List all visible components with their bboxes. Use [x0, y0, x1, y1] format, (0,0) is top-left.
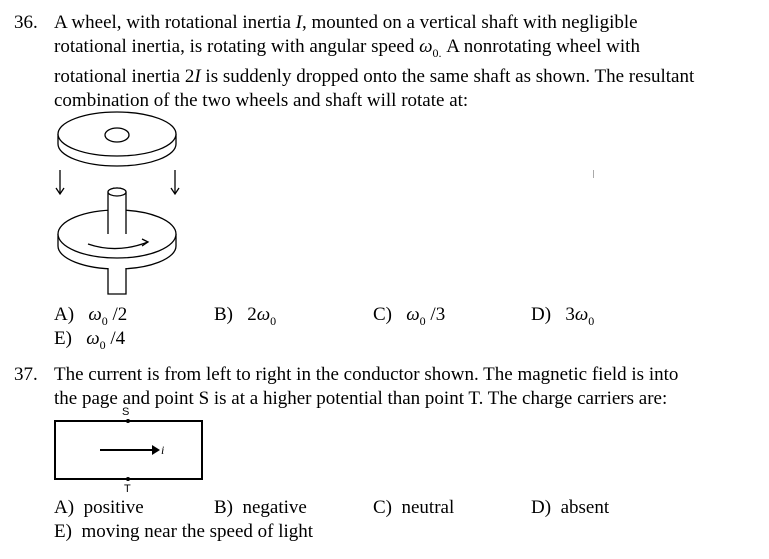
choice-37-b: B) negative	[214, 497, 307, 518]
point-t-label: T	[124, 483, 131, 495]
q36-line-3: rotational inertia 2I is suddenly droppe…	[54, 65, 695, 87]
choice-36-c: C) ω0 /3	[373, 304, 446, 328]
q37-line-2: the page and point S is at a higher pote…	[54, 388, 668, 409]
choice-37-c: C) neutral	[373, 497, 455, 518]
choice-36-d: D) 3ω0	[531, 304, 595, 328]
question-37-number: 37.	[14, 364, 38, 385]
conductor-diagram	[54, 419, 203, 481]
q36-line-2: rotational inertia, is rotating with ang…	[54, 36, 640, 60]
question-37-text: The current is from left to right in the…	[54, 363, 678, 411]
choice-36-b: B) 2ω0	[214, 304, 277, 328]
current-i-label: i	[161, 443, 165, 457]
question-36-number: 36.	[14, 12, 38, 33]
choice-37-e: E) moving near the speed of light	[54, 521, 314, 542]
q36-line-1: A wheel, with rotational inertia I, moun…	[54, 12, 638, 33]
q36-line-4: combination of the two wheels and shaft …	[54, 89, 469, 111]
question-36-text: A wheel, with rotational inertia I, moun…	[54, 11, 694, 113]
wheel-shaft-diagram	[55, 111, 180, 295]
point-s-label: S	[122, 406, 130, 418]
choice-37-a: A) positive	[54, 497, 144, 518]
q37-line-1: The current is from left to right in the…	[54, 364, 679, 385]
choice-36-e: E) ω0 /4	[54, 328, 126, 352]
choice-37-d: D) absent	[531, 497, 610, 518]
choice-36-a: A) ω0 /2	[54, 304, 128, 328]
scan-artifact	[593, 170, 594, 178]
